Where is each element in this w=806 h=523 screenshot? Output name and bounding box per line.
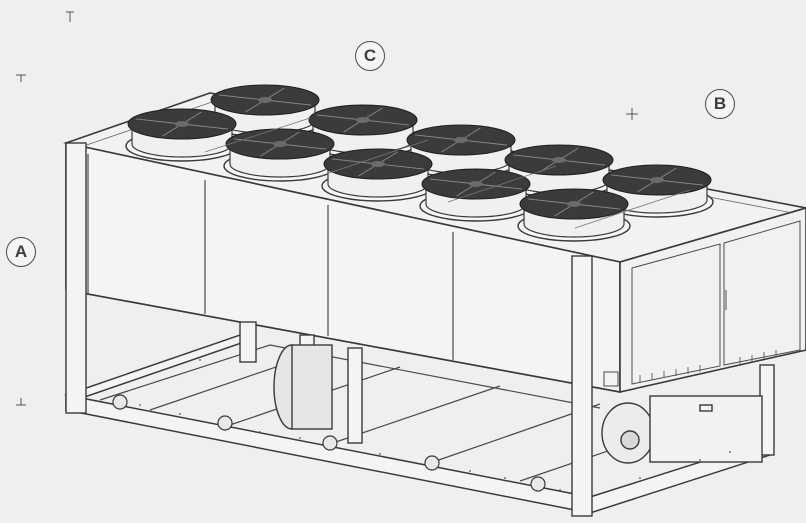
- callout-a-label: A: [6, 237, 36, 267]
- condenser-fan-7: [223, 128, 337, 182]
- condenser-fan-8: [321, 148, 435, 202]
- condenser-fan-6: [125, 108, 239, 162]
- compressor: [601, 395, 763, 464]
- end-cabinet: [619, 207, 806, 394]
- condenser-fan-9: [419, 168, 533, 222]
- base-speckle: [139, 359, 731, 491]
- vent-louvers: [639, 350, 777, 382]
- condenser-fans: [125, 84, 714, 242]
- upper-lower-divider: [65, 289, 621, 393]
- cooler-vessel: [273, 344, 333, 430]
- registration-marks: [16, 11, 638, 406]
- condenser-fan-10: [517, 188, 631, 242]
- lifting-lugs: [112, 394, 546, 492]
- end-cabinet-doors: [603, 220, 801, 387]
- condenser-fan-5: [600, 164, 714, 218]
- callout-c-label: C: [355, 41, 385, 71]
- top-deck-seams: [204, 117, 691, 229]
- callout-b-label: B: [705, 89, 735, 119]
